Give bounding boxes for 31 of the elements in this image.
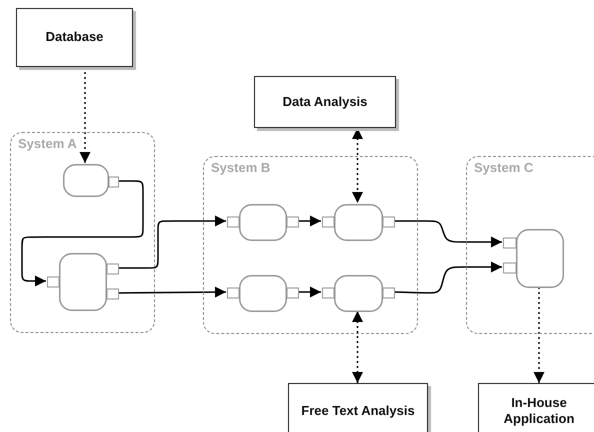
- system-group: [203, 156, 418, 334]
- arrow: [118, 216, 226, 269]
- group-title: System C: [473, 160, 534, 175]
- component-box: [322, 204, 395, 241]
- box-label: Free Text Analysis: [301, 402, 415, 420]
- component-box: [47, 253, 119, 311]
- arrow: [298, 216, 321, 226]
- arrow: [394, 262, 502, 294]
- component-box: [503, 229, 564, 288]
- system-group: [10, 132, 155, 333]
- system-group: [466, 156, 594, 334]
- component-box: [227, 204, 299, 241]
- group-title: System B: [210, 160, 272, 175]
- box-label: In-House Application: [502, 394, 576, 428]
- process-box: [16, 8, 133, 67]
- box-label: Data Analysis: [282, 94, 368, 110]
- arrow: [21, 180, 144, 286]
- arrow: [118, 286, 226, 298]
- dotted-arrow: [534, 287, 544, 383]
- group-title: System A: [17, 136, 78, 151]
- process-box: [254, 76, 396, 128]
- process-box: [478, 383, 594, 432]
- component-box: [63, 164, 119, 197]
- process-box: [288, 383, 428, 432]
- box-label: Database: [46, 29, 104, 46]
- component-box: [322, 275, 395, 312]
- arrow: [298, 286, 321, 298]
- dotted-arrow: [352, 128, 363, 203]
- arrow: [394, 220, 502, 248]
- component-box: [227, 275, 299, 312]
- dotted-arrow: [352, 311, 363, 383]
